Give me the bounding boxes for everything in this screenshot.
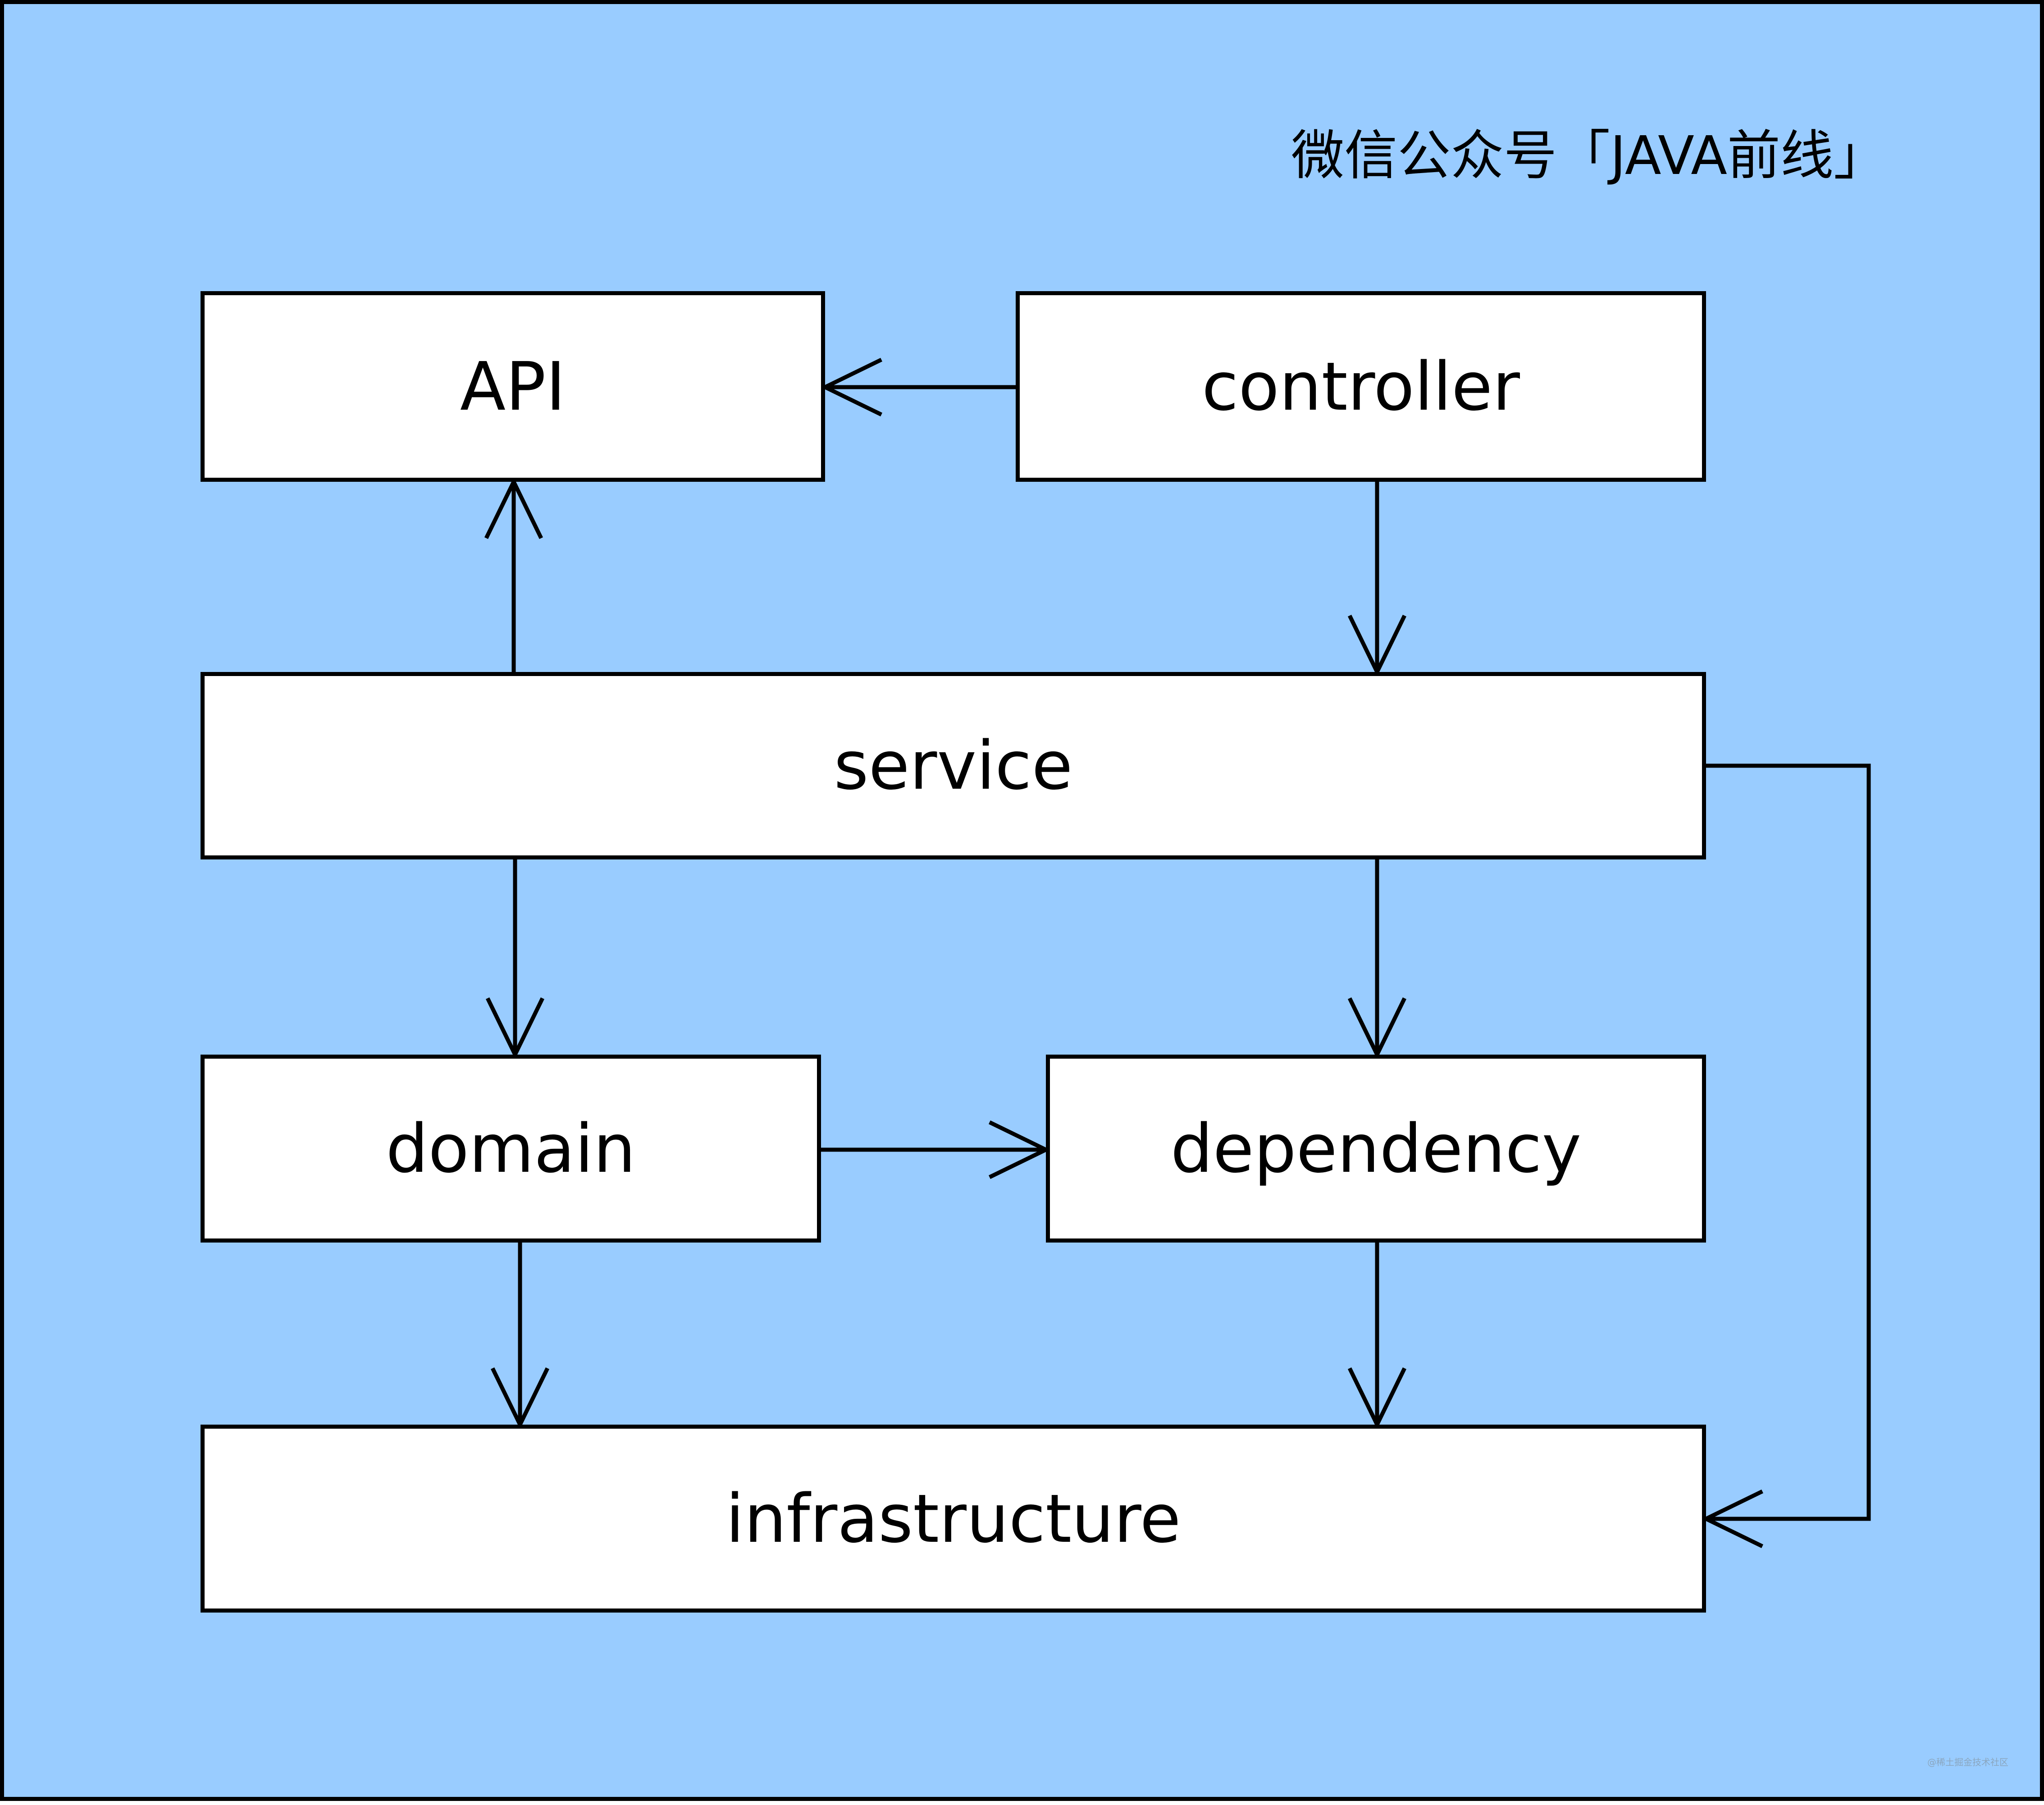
watermark-label: 微信公众号「JAVA前线」: [1291, 124, 1887, 187]
node-dependency: dependency: [1046, 1055, 1706, 1243]
node-domain: domain: [201, 1055, 821, 1243]
edge-controller-to-service: [1347, 480, 1407, 677]
edge-domain-to-infrastructure: [490, 1240, 550, 1430]
edge-service-to-infrastructure: [1701, 763, 1871, 1549]
node-infrastructure: infrastructure: [201, 1425, 1706, 1613]
edge-controller-to-api: [820, 357, 1018, 417]
node-controller: controller: [1016, 291, 1706, 482]
edge-dependency-to-infrastructure: [1347, 1240, 1407, 1430]
edge-domain-to-dependency: [819, 1120, 1051, 1179]
edge-service-to-domain: [485, 857, 545, 1060]
node-api: API: [201, 291, 825, 482]
edge-service-to-api: [484, 477, 543, 674]
corner-watermark: @稀土掘金技术社区: [1927, 1757, 2008, 1768]
node-service: service: [201, 672, 1706, 859]
edge-service-to-dependency: [1347, 857, 1407, 1060]
